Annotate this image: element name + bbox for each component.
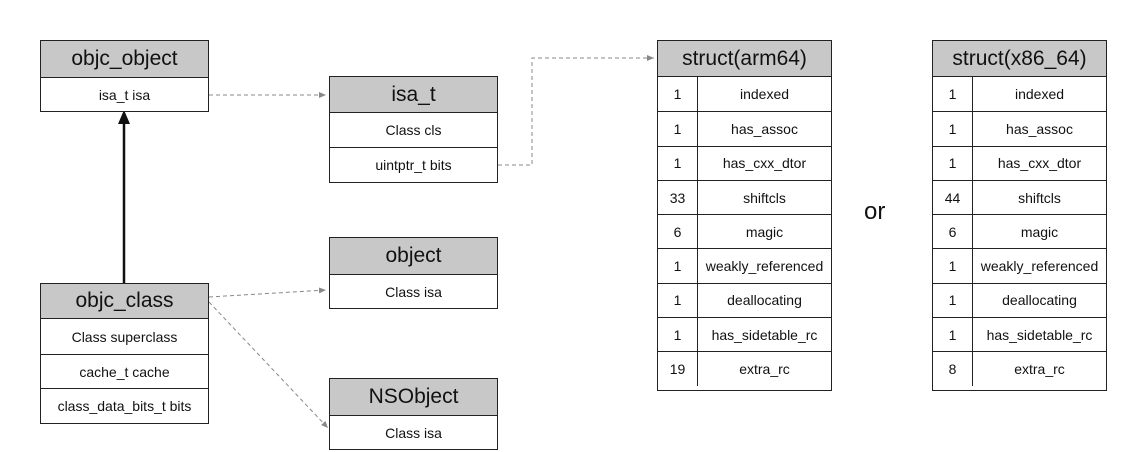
table-row: 1 has_sidetable_rc — [933, 317, 1106, 352]
isa-t-title: isa_t — [330, 77, 497, 113]
table-row: 8 extra_rc — [933, 351, 1106, 386]
isa-t-field: uintptr_t bits — [330, 147, 497, 182]
objc-class-title: objc_class — [41, 284, 208, 319]
nsobject-title: NSObject — [330, 379, 497, 416]
objc-class-field: Class superclass — [71, 328, 178, 345]
bit-count: 44 — [933, 180, 973, 215]
bit-count: 19 — [658, 352, 698, 386]
object-box: object Class isa — [329, 237, 498, 309]
class-to-nsobject-arrow — [208, 301, 329, 429]
bit-count: 33 — [658, 180, 698, 215]
table-row: 1 has_assoc — [933, 111, 1106, 146]
struct-arm64-table: struct(arm64) 1 indexed 1 has_assoc 1 has_c… — [657, 40, 832, 391]
isa-t-field: Class cls — [385, 122, 442, 138]
objc-class-field: cache_t cache — [41, 354, 208, 388]
object-field: Class isa — [385, 283, 442, 300]
table-row: 1 indexed — [933, 77, 1106, 112]
objc-class-box: objc_class Class superclass cache_t cach… — [40, 283, 209, 424]
nsobject-box: NSObject Class isa — [329, 378, 498, 450]
table-row: 1 has_cxx_dtor — [658, 145, 831, 180]
table-row: 1 indexed — [658, 77, 831, 112]
table-row: 1 deallocating — [658, 282, 831, 318]
nsobject-field: Class isa — [385, 424, 442, 441]
field-name: has_sidetable_rc — [986, 326, 1093, 343]
field-name: deallocating — [727, 292, 802, 309]
field-name: extra_rc — [1014, 361, 1065, 378]
bit-count: 6 — [658, 215, 698, 249]
field-name: shiftcls — [1018, 189, 1061, 206]
bit-count: 1 — [658, 318, 698, 352]
inheritance-arrowhead — [118, 110, 130, 124]
table-row: 19 extra_rc — [658, 351, 831, 386]
bit-count: 1 — [933, 146, 973, 180]
field-name: has_sidetable_rc — [711, 326, 818, 343]
struct-x86-64-table: struct(x86_64) 1 indexed 1 has_assoc 1 has_… — [932, 40, 1107, 391]
table-row: 1 has_cxx_dtor — [933, 145, 1106, 180]
struct-arm64-title: struct(arm64) — [658, 41, 831, 77]
table-row: 1 weakly_referenced — [933, 248, 1106, 283]
bit-count: 1 — [658, 112, 698, 146]
bits-to-struct-arrow — [498, 55, 654, 166]
objc-object-field: isa_t isa — [98, 86, 151, 103]
field-name: deallocating — [1002, 292, 1077, 309]
table-row: 1 has_assoc — [658, 111, 831, 146]
field-name: weakly_referenced — [705, 258, 824, 275]
objc-class-field: class_data_bits_t bits — [41, 388, 208, 423]
field-name: has_cxx_dtor — [997, 155, 1082, 172]
isa-t-box: isa_t Class cls uintptr_t bits — [329, 76, 498, 183]
bit-count: 1 — [933, 318, 973, 352]
object-title: object — [330, 238, 497, 275]
bit-count: 6 — [933, 215, 973, 249]
class-to-object-arrow — [208, 287, 327, 298]
field-name: magic — [1020, 223, 1059, 240]
field-name: has_assoc — [1006, 120, 1073, 137]
table-row: 6 magic — [658, 214, 831, 249]
bit-count: 1 — [658, 283, 698, 318]
bit-count: 1 — [658, 249, 698, 283]
field-name: extra_rc — [739, 361, 790, 378]
struct-x86-64-title: struct(x86_64) — [933, 41, 1106, 77]
table-row: 6 magic — [933, 214, 1106, 249]
table-row: 1 weakly_referenced — [658, 248, 831, 283]
bit-count: 1 — [933, 283, 973, 318]
bit-count: 1 — [658, 146, 698, 180]
objc-object-box: objc_object isa_t isa — [40, 40, 209, 112]
bit-count: 8 — [933, 352, 973, 386]
table-row: 1 deallocating — [933, 282, 1106, 318]
table-row: 1 has_sidetable_rc — [658, 317, 831, 352]
objc-object-title: objc_object — [41, 41, 208, 78]
field-name: shiftcls — [743, 189, 786, 206]
or-label: or — [864, 198, 886, 225]
bit-count: 1 — [933, 112, 973, 146]
field-name: has_cxx_dtor — [722, 155, 807, 172]
table-row: 33 shiftcls — [658, 179, 831, 215]
field-name: magic — [745, 223, 784, 240]
table-row: 44 shiftcls — [933, 179, 1106, 215]
bit-count: 1 — [658, 77, 698, 112]
field-name: indexed — [739, 86, 790, 103]
field-name: indexed — [1014, 86, 1065, 103]
bit-count: 1 — [933, 77, 973, 112]
field-name: weakly_referenced — [980, 258, 1099, 275]
field-name: has_assoc — [731, 120, 798, 137]
bit-count: 1 — [933, 249, 973, 283]
